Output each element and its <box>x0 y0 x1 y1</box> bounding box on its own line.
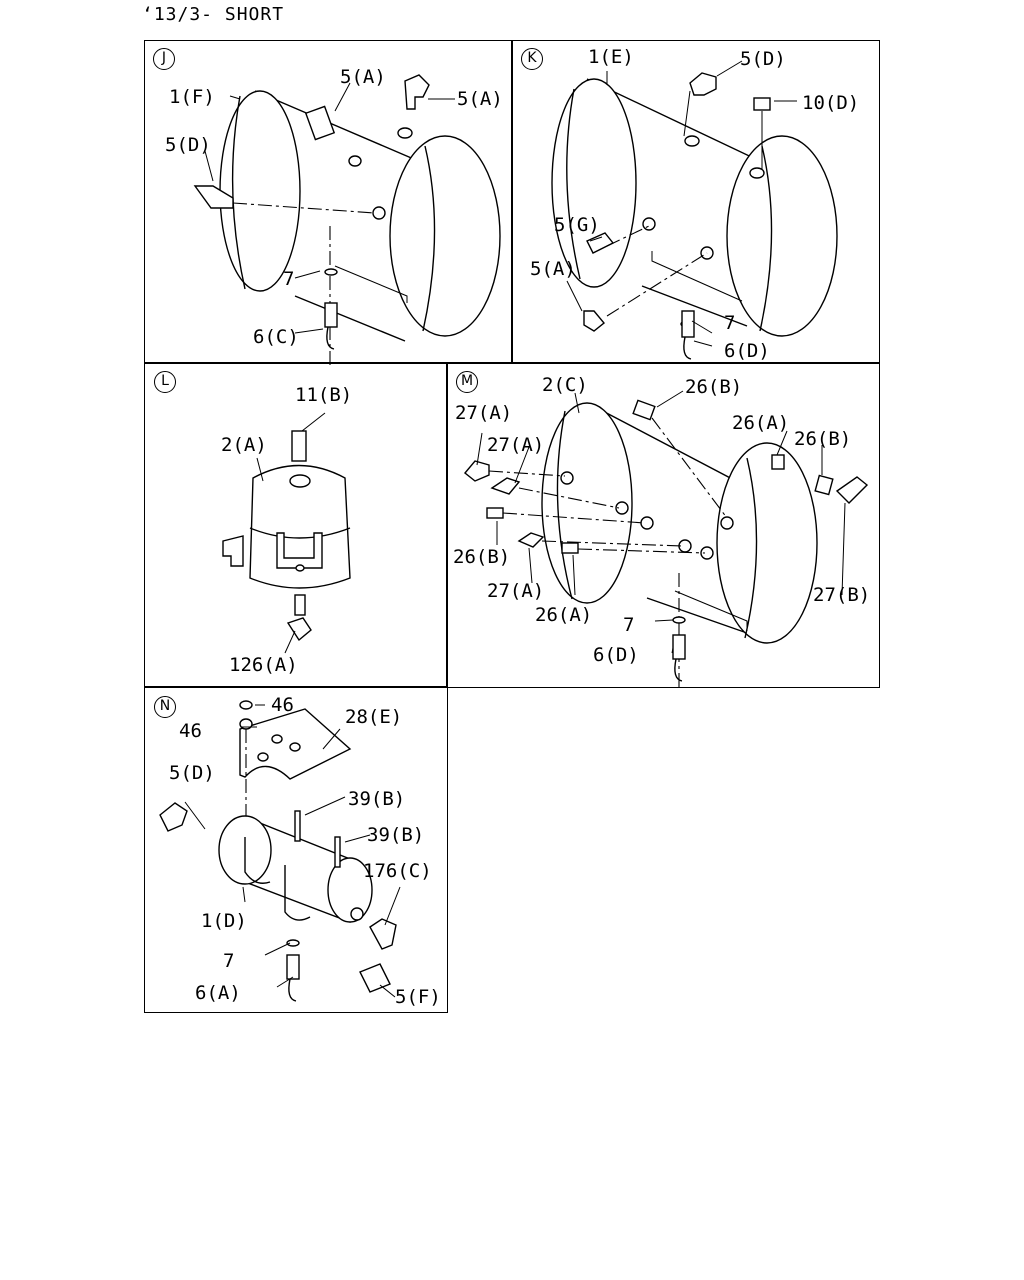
panel-j-badge: J <box>153 48 175 70</box>
callout-5g: 5(G) <box>554 214 600 236</box>
callout-5d: 5(D) <box>165 134 211 156</box>
panel-k-badge: K <box>521 48 543 70</box>
callout-26a: 26(A) <box>732 412 790 434</box>
callout-176c: 176(C) <box>363 860 432 882</box>
callout-6a: 6(A) <box>195 982 241 1004</box>
callout-26b: 26(B) <box>794 428 852 450</box>
callout-5a: 5(A) <box>340 66 386 88</box>
callout-5d: 5(D) <box>740 48 786 70</box>
callout-7: 7 <box>283 268 295 290</box>
panel-n: N 46 46 28(E) 5(D) 39(B) 39(B) 176(C) 1(… <box>144 686 448 1013</box>
callout-1d: 1(D) <box>201 910 247 932</box>
callout-27b: 27(B) <box>813 584 871 606</box>
panel-k: K 1(E) 5(D) 10(D) 5(G) 5(A) 7 6(D) <box>511 40 880 364</box>
callout-7: 7 <box>223 950 235 972</box>
page-header: ‘13/3- SHORT <box>142 4 285 25</box>
callout-5a: 5(A) <box>457 88 503 110</box>
callout-126a: 126(A) <box>229 654 298 676</box>
callout-46: 46 <box>271 694 294 716</box>
callout-10d: 10(D) <box>802 92 860 114</box>
panel-m-badge: M <box>456 371 478 393</box>
callout-28e: 28(E) <box>345 706 403 728</box>
callout-6d: 6(D) <box>724 340 770 362</box>
callout-7: 7 <box>724 312 736 334</box>
callout-46: 46 <box>179 720 202 742</box>
callout-2a: 2(A) <box>221 434 267 456</box>
panel-j: J 1(F) 5(A) 5(A) 5(D) 7 6(C) <box>144 40 513 365</box>
callout-6c: 6(C) <box>253 326 299 348</box>
tank-2c-drawing <box>464 390 869 689</box>
callout-1f: 1(F) <box>169 86 215 108</box>
callout-6d: 6(D) <box>593 644 639 666</box>
callout-1e: 1(E) <box>588 46 634 68</box>
callout-26a: 26(A) <box>535 604 593 626</box>
panel-m: M 2(C) 26(B) 27(A) 27(A) 26(A) 26(B) 26(… <box>446 362 880 689</box>
tank-1d-drawing <box>159 700 401 1002</box>
callout-27a: 27(A) <box>487 580 545 602</box>
callout-5f: 5(F) <box>395 986 441 1008</box>
callout-11b: 11(B) <box>295 384 353 406</box>
callout-39b: 39(B) <box>367 824 425 846</box>
callout-5a: 5(A) <box>530 258 576 280</box>
panel-n-badge: N <box>154 696 176 718</box>
callout-2c: 2(C) <box>542 374 588 396</box>
panel-l-badge: L <box>154 371 176 393</box>
callout-39b: 39(B) <box>348 788 406 810</box>
tank-1f-drawing <box>193 74 501 365</box>
callout-27a: 27(A) <box>455 402 513 424</box>
filter-2a-drawing <box>222 412 351 654</box>
tank-1e-drawing <box>551 60 838 360</box>
panel-l: L 11(B) 2(A) 126(A) <box>144 362 448 688</box>
callout-26b: 26(B) <box>685 376 743 398</box>
callout-26b: 26(B) <box>453 546 511 568</box>
callout-5d: 5(D) <box>169 762 215 784</box>
callout-7: 7 <box>623 614 635 636</box>
callout-27a: 27(A) <box>487 434 545 456</box>
